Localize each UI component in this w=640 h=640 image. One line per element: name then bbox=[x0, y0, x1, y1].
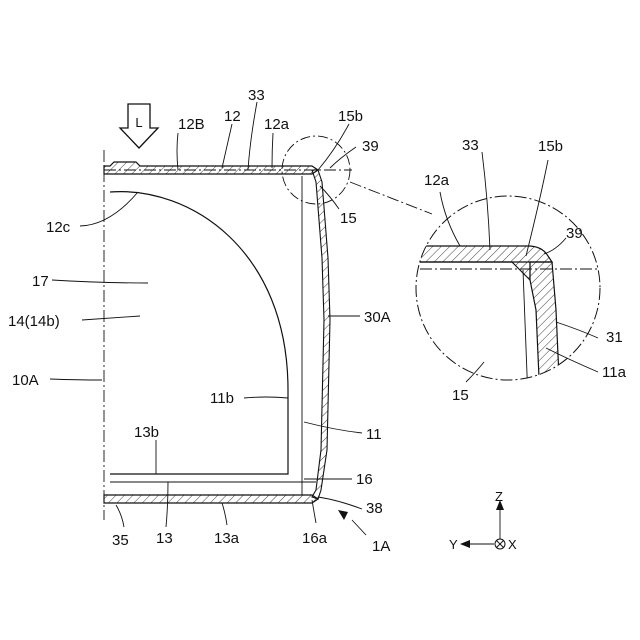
label-16a: 16a bbox=[302, 530, 328, 547]
label-39: 39 bbox=[362, 138, 379, 155]
axis-z-label: Z bbox=[495, 489, 503, 504]
label-12B: 12B bbox=[178, 116, 205, 133]
axis-y-label: Y bbox=[449, 537, 458, 552]
detail-label-39: 39 bbox=[566, 225, 583, 242]
label-11: 11 bbox=[366, 426, 382, 443]
label-15: 15 bbox=[340, 210, 357, 227]
detail-link-line bbox=[350, 182, 432, 214]
detail-corner-piece bbox=[512, 262, 530, 280]
label-10A: 10A bbox=[12, 372, 39, 389]
detail-top-wall bbox=[400, 246, 552, 262]
detail-label-11a: 11a bbox=[602, 364, 627, 381]
side-wall-11 bbox=[312, 170, 330, 499]
detail-label-12a: 12a bbox=[424, 172, 450, 189]
label-33: 33 bbox=[248, 87, 265, 104]
coordinate-axes: Z Y X bbox=[449, 489, 517, 552]
top-wall-12 bbox=[104, 162, 318, 174]
label-11b: 11b bbox=[210, 390, 234, 407]
detail-side-wall bbox=[530, 262, 560, 400]
axis-x-label: X bbox=[508, 537, 517, 552]
bottom-wall-13 bbox=[104, 495, 318, 503]
label-13b: 13b bbox=[134, 424, 159, 441]
label-12c: 12c bbox=[46, 219, 71, 236]
label-38: 38 bbox=[366, 500, 383, 517]
detail-side-inner bbox=[523, 270, 528, 400]
label-30A: 30A bbox=[364, 309, 391, 326]
label-13: 13 bbox=[156, 530, 173, 547]
label-14-14b: 14(14b) bbox=[8, 313, 60, 330]
detail-label-33: 33 bbox=[462, 137, 479, 154]
detail-view: 33 15b 12a 39 31 11a 15 bbox=[400, 137, 627, 404]
detail-circle bbox=[416, 196, 600, 380]
detail-label-15b: 15b bbox=[538, 138, 563, 155]
label-1A: 1A bbox=[372, 538, 390, 555]
label-13a: 13a bbox=[214, 530, 240, 547]
label-12: 12 bbox=[224, 108, 241, 125]
arrow-L-label: L bbox=[135, 115, 142, 130]
detail-label-31: 31 bbox=[606, 329, 623, 346]
label-12a: 12a bbox=[264, 116, 290, 133]
label-35: 35 bbox=[112, 532, 129, 549]
label-17: 17 bbox=[32, 273, 49, 290]
detail-label-15: 15 bbox=[452, 387, 469, 404]
main-view: L bbox=[8, 87, 432, 555]
label-16: 16 bbox=[356, 471, 373, 488]
label-15b: 15b bbox=[338, 108, 363, 125]
